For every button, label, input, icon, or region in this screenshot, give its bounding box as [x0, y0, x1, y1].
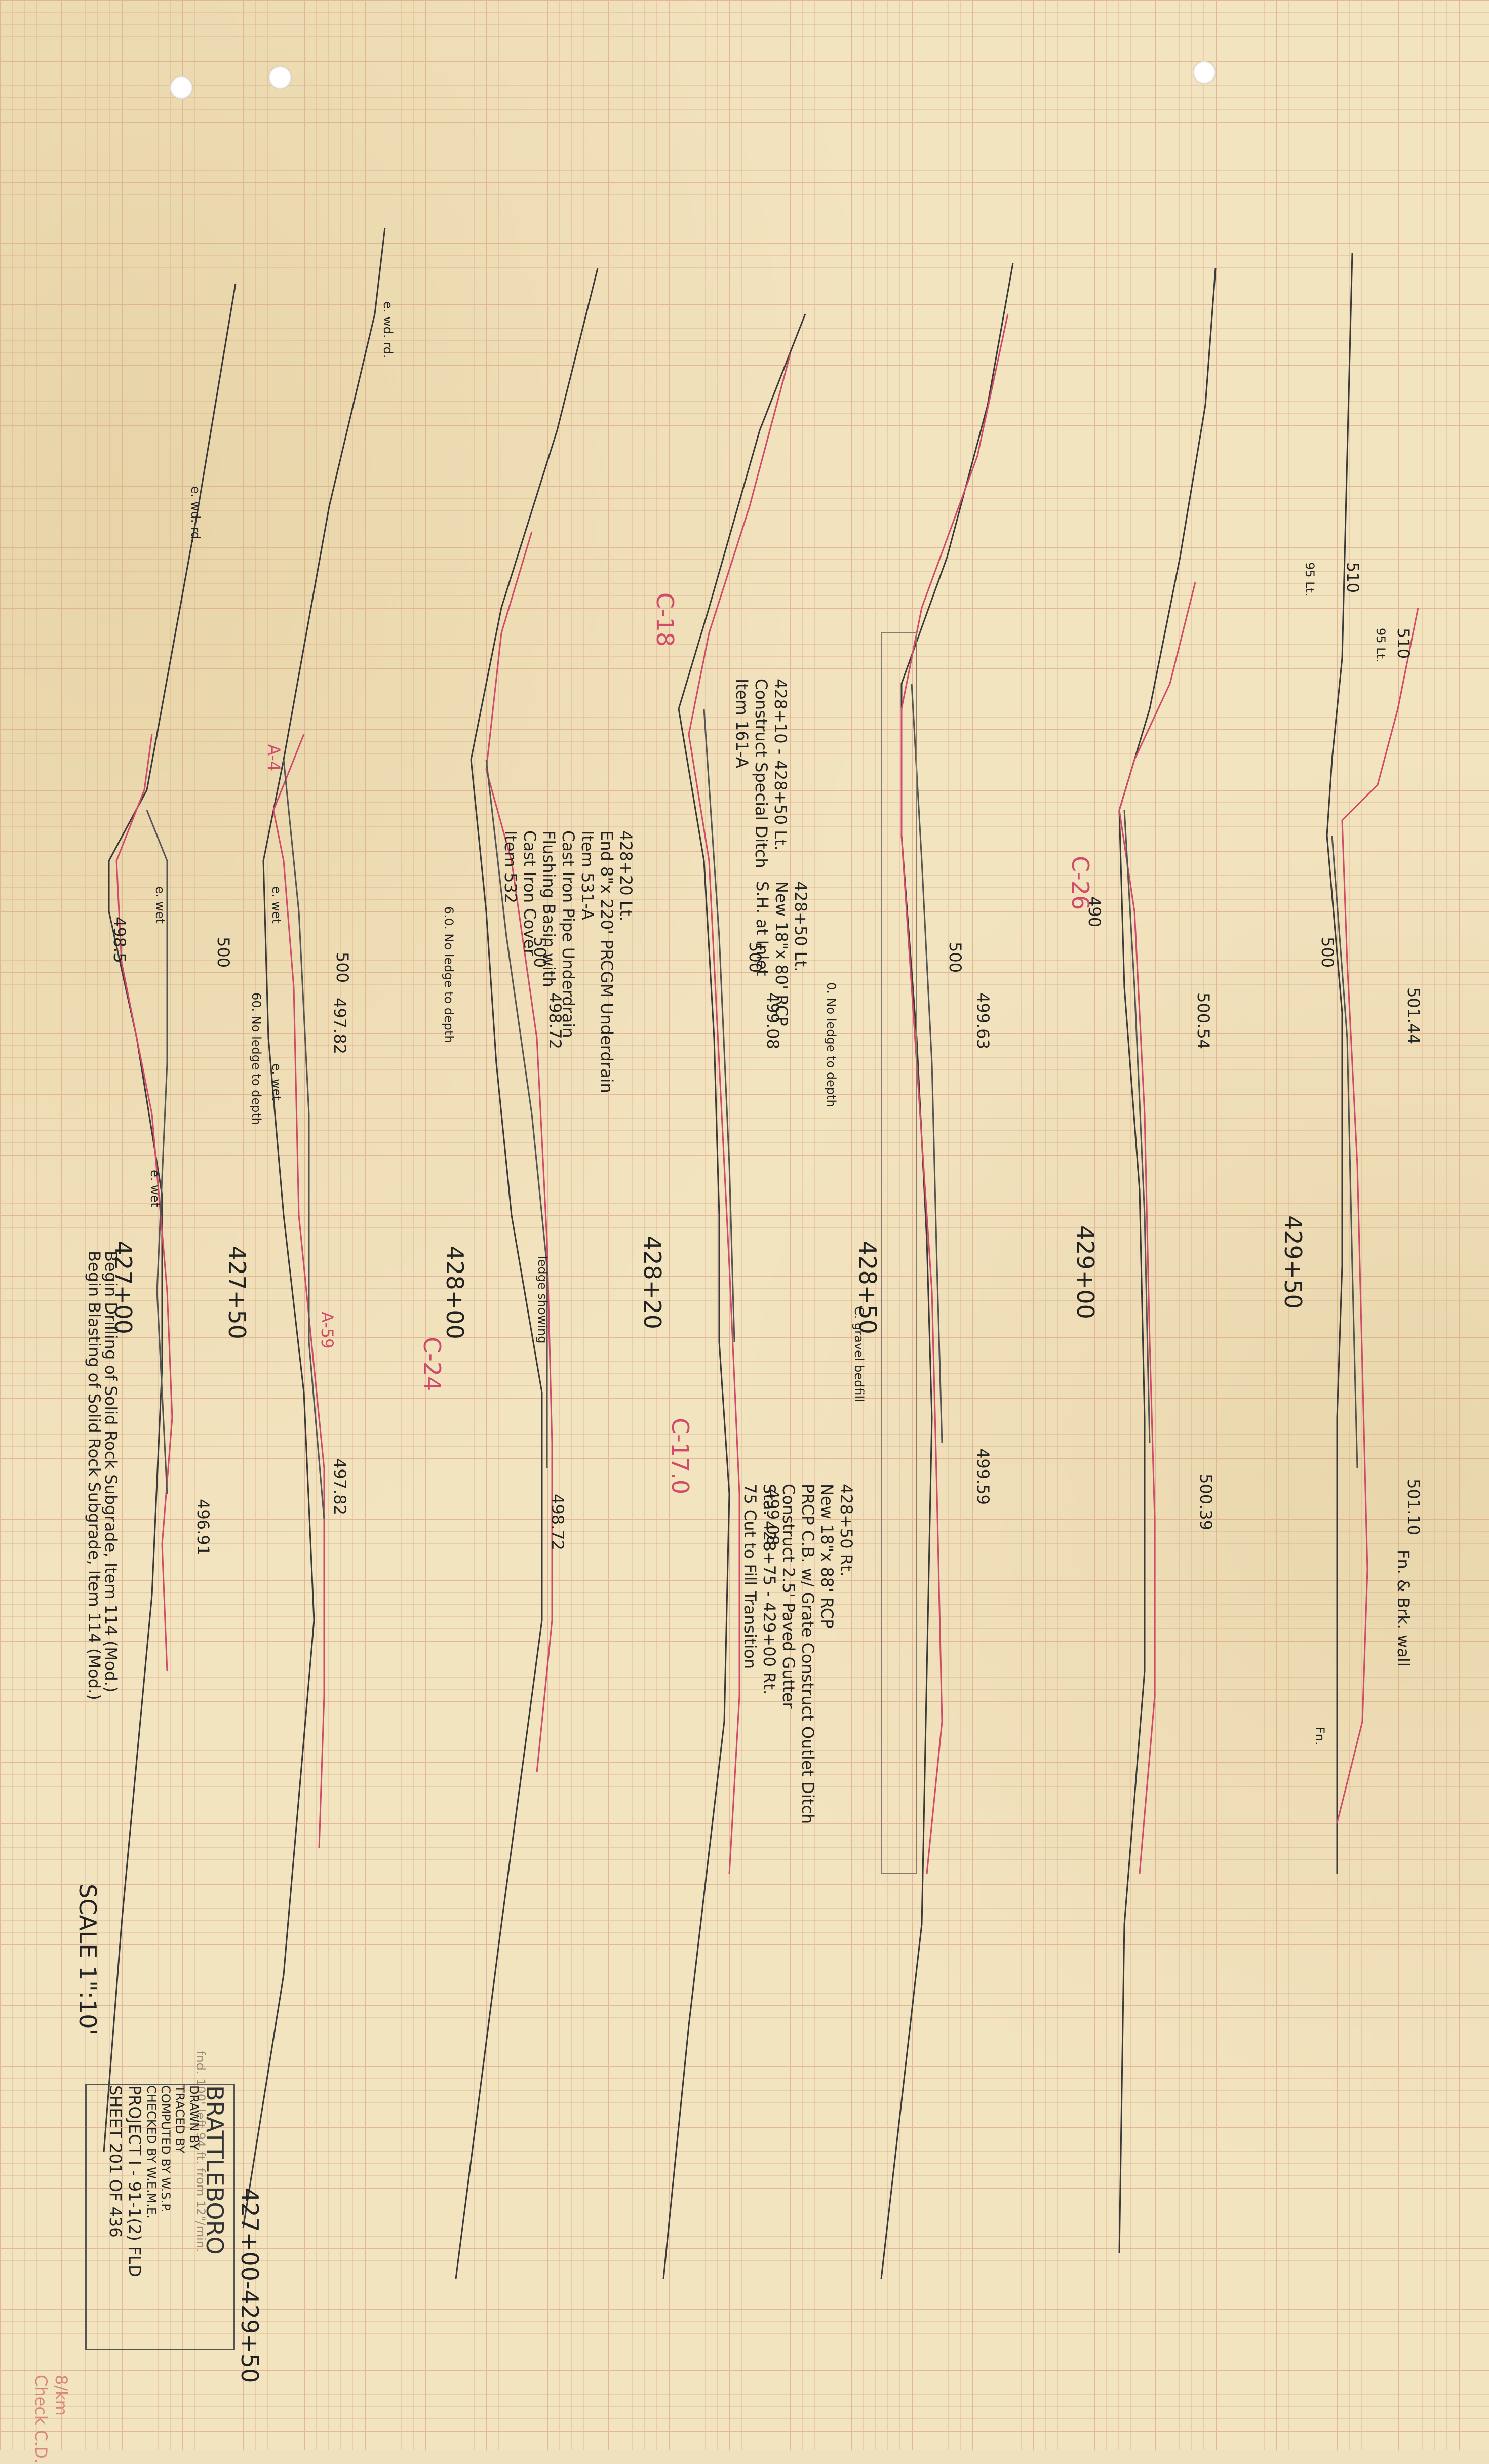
station-428-00: 428+00: [441, 1246, 468, 1339]
offset-500-f: 500: [1318, 937, 1337, 968]
note-no-ledge-3: 0. No ledge to depth: [824, 982, 838, 1107]
note-wood-road-1: e. wd. rd.: [381, 301, 395, 359]
punch-hole-left: [170, 76, 193, 99]
ground-line: [880, 263, 1014, 2279]
station-429-50: 429+50: [1279, 1215, 1307, 1309]
note-wall: Fn. & Brk. wall: [1394, 1549, 1413, 1667]
title-line-1: DRAWN BY: [187, 2085, 201, 2151]
station-429-00: 429+00: [1072, 1225, 1099, 1319]
title-line-2: TRACED BY: [173, 2085, 187, 2154]
ground-line: [242, 227, 386, 2229]
ground-line: [662, 313, 806, 2279]
red-a-59: A-59: [318, 1312, 337, 1349]
title-line-4: CHECKED BY W.E.M.E.: [144, 2085, 159, 2219]
ledge-line: [283, 759, 325, 1520]
note-begin-drilling: Begin Drilling of Solid Rock Subgrade, I…: [101, 1251, 121, 1693]
elev-427-00-right: 496.91: [193, 1499, 213, 1556]
elev-428-50-left: 499.63: [973, 992, 993, 1049]
note-wet-4: e. wet: [148, 1170, 162, 1207]
offset-500-e: 500: [946, 942, 965, 973]
place-name: BRATTLEBORO: [201, 2085, 228, 2255]
design-line: [115, 734, 173, 1672]
ground-line: [1118, 268, 1217, 2254]
red-a-4: A-4: [264, 744, 284, 772]
ledge-line: [146, 810, 168, 1494]
section-428-50: [880, 263, 1014, 2279]
pipe-note: 428+20 Lt. End 8"x 220' PRCGM Underdrain…: [501, 830, 636, 1093]
elev-428-00-right: 498.72: [548, 1494, 567, 1551]
ledge-line: [485, 759, 548, 1468]
note-wood-road-2: e. wd. rd.: [188, 486, 203, 543]
range-title: 427+00-429+50: [236, 2188, 263, 2383]
pipe-outline: [881, 632, 917, 1874]
red-c-24: C-24: [418, 1337, 446, 1392]
project-number: PROJECT I - 91-1(2) FLD: [125, 2085, 144, 2277]
offset-510-b: 510: [1394, 628, 1413, 659]
red-c-26: C-26: [1067, 856, 1094, 910]
red-initials-2: Check C.D.: [31, 2375, 51, 2464]
design-line: [272, 734, 325, 1849]
ground-line: [455, 268, 599, 2279]
design-line: [900, 313, 1009, 1874]
red-initials-1: 8/km: [52, 2375, 71, 2416]
section-428-20: [662, 313, 806, 2279]
punch-hole-right: [1193, 61, 1216, 84]
elev-427-00-left: 498.5: [110, 917, 129, 963]
section-427-50: [242, 227, 386, 2229]
note-wet-3: e. wet: [269, 1063, 284, 1101]
design-line: [485, 531, 553, 1773]
section-427-00: [103, 283, 237, 2153]
design-line: [688, 354, 791, 1874]
offset-500-a: 500: [214, 937, 233, 968]
elev-428-50-right: 499.59: [973, 1448, 993, 1505]
note-ledge-showing: ledge showing: [535, 1256, 550, 1344]
title-block-content: BRATTLEBORO DRAWN BY TRACED BY COMPUTED …: [106, 2085, 228, 2277]
section-429-50: [1326, 253, 1419, 1874]
title-block: BRATTLEBORO DRAWN BY TRACED BY COMPUTED …: [85, 2084, 235, 2350]
outlet-note: 428+50 Rt. New 18"x 88' RCP PRCP C.B. w/…: [740, 1484, 856, 1824]
elev-427-50-left: 497.82: [330, 998, 349, 1054]
section-428-00: [455, 268, 599, 2279]
elev-429-50-left: 501.44: [1404, 987, 1423, 1044]
offset-95lt-b: 95 Lt.: [1374, 628, 1388, 663]
offset-500-b: 500: [333, 952, 352, 983]
ground-line: [1326, 253, 1353, 1874]
ledge-line: [703, 708, 735, 1342]
note-gravel-bedfill: C. gravel bedfill: [852, 1306, 866, 1402]
ditch-note: 428+10 - 428+50 Lt. Construct Special Di…: [732, 679, 790, 868]
ground-line: [103, 283, 237, 2153]
red-c-18: C-18: [651, 592, 679, 647]
station-428-20: 428+20: [639, 1236, 666, 1329]
title-line-3: COMPUTED BY W.S.P.: [159, 2085, 173, 2213]
ledge-line: [1331, 835, 1358, 1469]
sheet-number: SHEET 201 OF 436: [106, 2085, 125, 2238]
red-c-17: C-17.0: [667, 1418, 694, 1495]
design-line: [1118, 582, 1196, 1874]
note-no-ledge-1: 60. No ledge to depth: [249, 992, 263, 1125]
note-begin-blasting: Begin Blasting of Solid Rock Subgrade, I…: [85, 1251, 104, 1700]
note-no-ledge-2: 6.0. No ledge to depth: [442, 906, 456, 1043]
ledge-line: [1123, 810, 1151, 1444]
note-wet-2: e. wet: [269, 886, 284, 924]
offset-510-a: 510: [1343, 562, 1362, 593]
elev-427-50-right: 497.82: [330, 1458, 349, 1515]
punch-hole-mid: [268, 66, 292, 89]
elev-429-00-left: 500.54: [1194, 992, 1213, 1049]
ledge-line: [911, 683, 943, 1444]
station-427-50: 427+50: [223, 1246, 251, 1339]
elev-429-50-right: 501.10: [1404, 1479, 1423, 1535]
rcp-note: 428+50 Lt. New 18"x 80' RCP S.H. at Inle…: [753, 881, 810, 1026]
elev-429-00-right: 500.39: [1196, 1474, 1216, 1530]
note-fn: Fn.: [1313, 1727, 1327, 1745]
section-429-00: [1118, 268, 1217, 2254]
design-line: [1336, 607, 1419, 1823]
offset-95lt-a: 95 Lt.: [1303, 562, 1317, 597]
note-wet-1: e. wet: [153, 886, 167, 924]
scale-label: SCALE 1":10': [74, 1884, 101, 2036]
